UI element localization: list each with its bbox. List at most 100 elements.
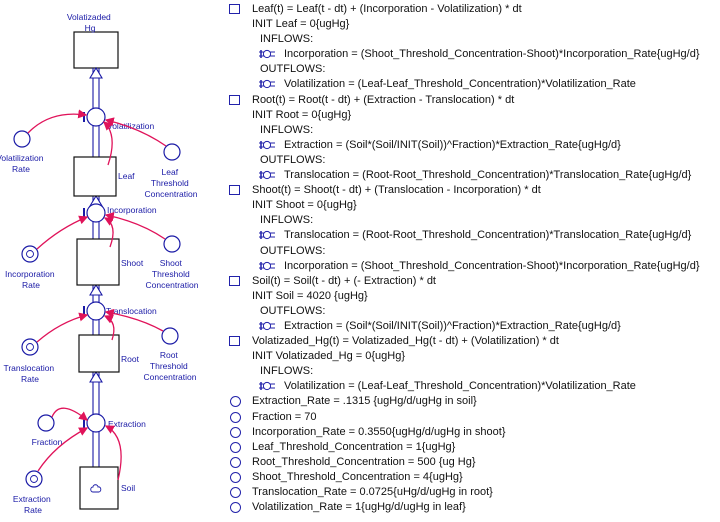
equation-row-conv[interactable]: Incorporation_Rate = 0.3550{ugHg/d/ugHg … [226, 425, 720, 440]
equation-row-text: INFLOWS: [226, 364, 720, 379]
label-soil: Soil [121, 483, 135, 493]
connector-transrate-to-translocation [36, 312, 89, 343]
flow-pipe-icon [259, 382, 275, 391]
equation-row-text: INFLOWS: [226, 123, 720, 138]
equation-row-conv[interactable]: Shoot_Threshold_Concentration = 4{ugHg} [226, 470, 720, 485]
connector-increate-to-incorporation [36, 215, 89, 250]
stock-square-icon [229, 4, 240, 14]
label-shoot-threshold-line1: Shoot [160, 258, 183, 268]
equation-text: Volatilization = (Leaf-Leaf_Threshold_Co… [284, 78, 636, 91]
converter-fraction[interactable] [37, 414, 55, 432]
equation-text: Volatilization_Rate = 1{ugHg/d/ugHg in l… [252, 501, 466, 514]
flow-pipe-icon [259, 261, 275, 270]
converter-translocation-rate-inner [26, 343, 34, 351]
valve-incorporation[interactable] [83, 203, 106, 223]
equation-row-flow[interactable]: Extraction = (Soil*(Soil/INIT(Soil))^Fra… [226, 319, 720, 334]
equation-row-flow[interactable]: Extraction = (Soil*(Soil/INIT(Soil))^Fra… [226, 138, 720, 153]
equation-row-stock[interactable]: Shoot(t) = Shoot(t - dt) + (Translocatio… [226, 183, 720, 198]
stock-shoot[interactable] [76, 238, 120, 286]
equation-row-text: OUTFLOWS: [226, 153, 720, 168]
label-fraction: Fraction [32, 437, 63, 447]
equation-text: Leaf(t) = Leaf(t - dt) + (Incorporation … [252, 3, 522, 15]
label-volatilization-rate: Volatilization Rate [0, 153, 46, 174]
equation-text: INIT Root = 0{ugHg} [252, 108, 352, 121]
equation-row-conv[interactable]: Root_Threshold_Concentration = 500 {ug H… [226, 455, 720, 470]
label-volatilization: Volatilization [107, 121, 155, 131]
stock-root[interactable] [78, 334, 120, 373]
label-root-threshold-line1: Root [160, 350, 179, 360]
label-incorporation-rate-line1: Incorporation [5, 269, 55, 279]
equation-row-conv[interactable]: Extraction_Rate = .1315 {ugHg/d/ugHg in … [226, 394, 720, 409]
flow-arrowheads [89, 66, 103, 383]
equation-row-stock[interactable]: Volatizaded_Hg(t) = Volatizaded_Hg(t - d… [226, 334, 720, 349]
stock-square-icon [229, 336, 240, 347]
equation-text: INFLOWS: [260, 123, 314, 136]
valve-extraction[interactable] [83, 413, 106, 433]
equation-row-stock[interactable]: Soil(t) = Soil(t - dt) + (- Extraction) … [226, 274, 720, 289]
stock-square-icon [229, 275, 240, 286]
converter-volatilization-rate[interactable] [13, 130, 31, 148]
equation-row-flow[interactable]: Volatilization = (Leaf-Leaf_Threshold_Co… [226, 77, 720, 92]
label-leaf: Leaf [118, 171, 135, 181]
connector-fraction-to-extraction [51, 407, 89, 421]
equation-text: OUTFLOWS: [260, 153, 326, 166]
equation-row-flow[interactable]: Incorporation = (Shoot_Threshold_Concent… [226, 259, 720, 274]
converter-root-threshold[interactable] [161, 327, 179, 345]
equation-row-flow[interactable]: Translocation = (Root-Root_Threshold_Con… [226, 228, 720, 243]
converter-circle-icon [230, 502, 241, 514]
converter-circle-icon [230, 456, 241, 468]
stock-square-icon [229, 185, 240, 196]
label-incorporation-rate-line2: Rate [22, 280, 40, 290]
label-leaf-threshold-line2: Threshold [151, 178, 189, 188]
equation-row-flow[interactable]: Incorporation = (Shoot_Threshold_Concent… [226, 47, 720, 62]
label-extraction-rate-line2: Rate [24, 505, 42, 515]
label-translocation-rate-line1: Translocation [3, 363, 54, 373]
equation-text: Soil(t) = Soil(t - dt) + (- Extraction) … [252, 274, 436, 287]
stock-leaf[interactable] [73, 156, 117, 197]
label-extraction: Extraction [108, 419, 146, 429]
converter-shoot-threshold[interactable] [163, 235, 181, 253]
label-root: Root [121, 354, 140, 364]
stock-flow-diagram: Volatizaded Hg Volatilization Incorporat… [0, 12, 199, 515]
equation-row-conv[interactable]: Leaf_Threshold_Concentration = 1{ugHg} [226, 440, 720, 455]
connector-soil-to-extraction [104, 425, 122, 481]
equation-row-conv[interactable]: Translocation_Rate = 0.0725{uHg/d/ugHg i… [226, 485, 720, 500]
flow-pipe-icon [259, 170, 275, 180]
equation-text: Volatizaded_Hg(t) = Volatizaded_Hg(t - d… [252, 335, 559, 348]
label-volatizaded-hg-line2: Hg [85, 23, 96, 33]
converter-circle-icon [230, 441, 241, 453]
valve-translocation[interactable] [83, 301, 106, 321]
equation-text: Shoot(t) = Shoot(t - dt) + (Translocatio… [252, 184, 541, 197]
label-shoot-threshold-line3: Concentration [146, 280, 199, 290]
equation-row-flow[interactable]: Volatilization = (Leaf-Leaf_Threshold_Co… [226, 379, 720, 394]
equation-row-conv[interactable]: Fraction = 70 [226, 410, 720, 425]
converter-translocation-rate[interactable] [21, 338, 39, 356]
label-volatilization-rate-line1: Volatilization [0, 153, 44, 163]
equation-row-stock[interactable]: Leaf(t) = Leaf(t - dt) + (Incorporation … [226, 2, 720, 17]
equation-row-conv[interactable]: Volatilization_Rate = 1{ugHg/d/ugHg in l… [226, 500, 720, 515]
equation-row-flow[interactable]: Translocation = (Root-Root_Threshold_Con… [226, 168, 720, 183]
equation-row-stock[interactable]: Root(t) = Root(t - dt) + (Extraction - T… [226, 93, 720, 108]
equation-text: INIT Soil = 4020 {ugHg} [252, 289, 368, 302]
label-leaf-threshold: Leaf Threshold Concentration [145, 167, 198, 199]
equation-row-text: OUTFLOWS: [226, 62, 720, 77]
equation-text: Extraction = (Soil*(Soil/INIT(Soil))^Fra… [284, 138, 621, 151]
label-volatizaded-hg: Volatizaded Hg [67, 12, 113, 33]
converter-incorporation-rate[interactable] [21, 245, 39, 263]
valve-volatilization[interactable] [83, 107, 106, 127]
flow-pipe-icon [259, 50, 275, 59]
equation-text: Incorporation = (Shoot_Threshold_Concent… [284, 259, 700, 272]
converter-leaf-threshold[interactable] [163, 143, 181, 161]
converter-extraction-rate[interactable] [25, 470, 43, 488]
equation-row-text: INIT Volatizaded_Hg = 0{ugHg} [226, 349, 720, 364]
equation-text: OUTFLOWS: [260, 244, 326, 257]
converter-circle-icon [230, 426, 241, 438]
label-root-threshold-line3: Concentration [144, 372, 197, 382]
equation-text: Shoot_Threshold_Concentration = 4{ugHg} [252, 470, 463, 483]
equation-row-text: INFLOWS: [226, 32, 720, 47]
stock-volatizaded-hg[interactable] [73, 31, 119, 69]
label-shoot: Shoot [121, 258, 144, 268]
equation-row-text: INIT Soil = 4020 {ugHg} [226, 289, 720, 304]
converter-circle-icon [230, 487, 241, 498]
equation-text: OUTFLOWS: [260, 304, 326, 317]
